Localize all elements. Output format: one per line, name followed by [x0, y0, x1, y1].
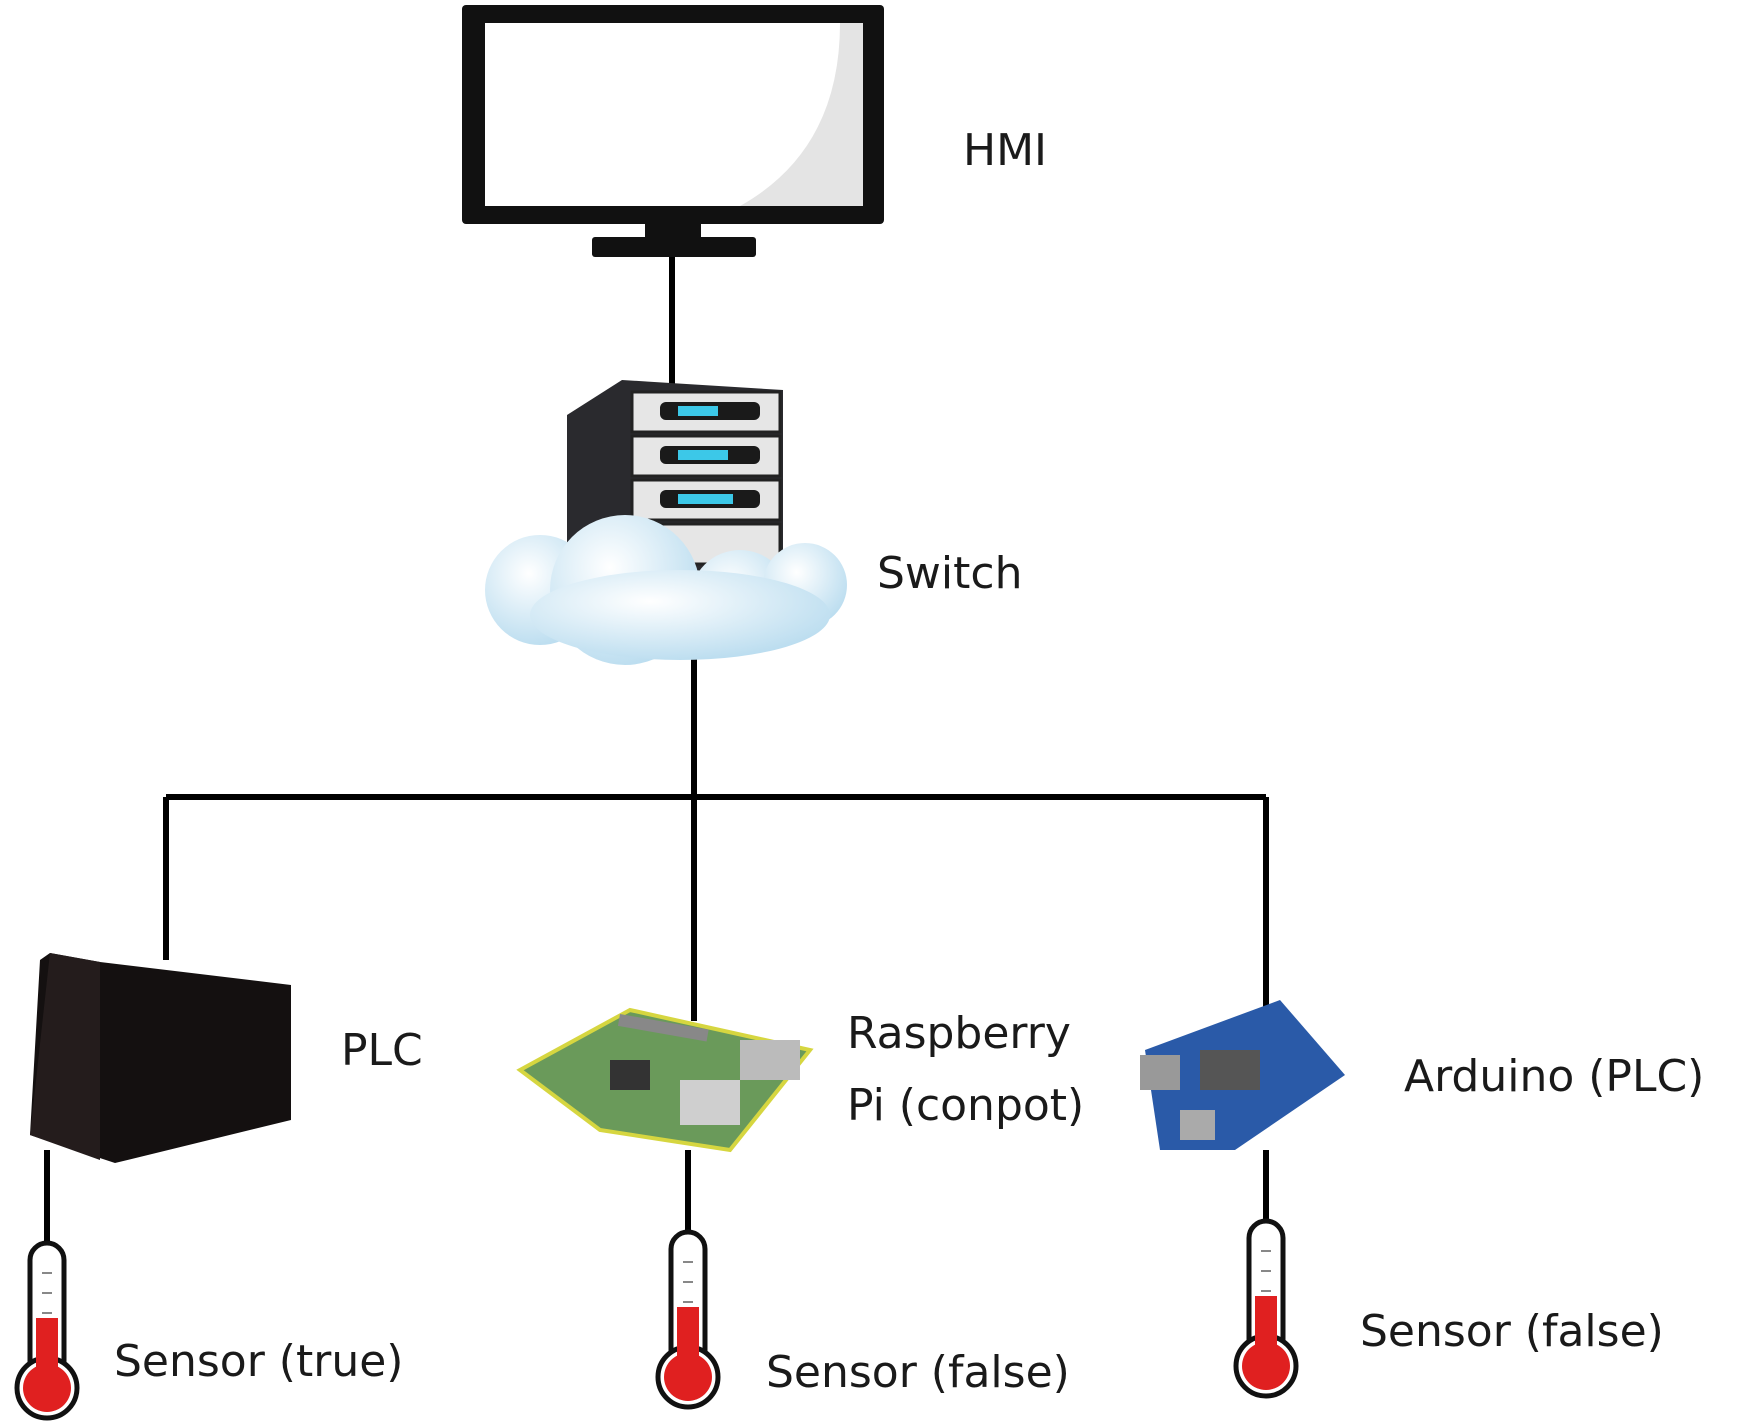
sensor-label-plc: Sensor (true)	[114, 1336, 403, 1387]
thermometer-icon	[17, 1243, 77, 1418]
connection-lines	[44, 257, 1269, 1243]
plc-label: PLC	[341, 1025, 423, 1076]
arduino-label: Arduino (PLC)	[1404, 1051, 1704, 1102]
raspberry-pi-board-icon	[516, 1007, 814, 1153]
sensor-label-arduino: Sensor (false)	[1360, 1306, 1664, 1357]
plc-device-icon	[30, 953, 291, 1163]
monitor-icon	[462, 5, 884, 257]
thermometer-icon	[1236, 1221, 1296, 1396]
hmi-label: HMI	[963, 125, 1047, 176]
arduino-board-icon	[1140, 1000, 1345, 1150]
raspberry-label-line1: Raspberry	[847, 1008, 1071, 1059]
sensor-label-raspberry: Sensor (false)	[766, 1347, 1070, 1398]
switch-label: Switch	[877, 548, 1022, 599]
raspberry-label-line2: Pi (conpot)	[847, 1080, 1084, 1131]
thermometer-icon	[658, 1232, 718, 1407]
server-cloud-icon	[485, 380, 847, 665]
